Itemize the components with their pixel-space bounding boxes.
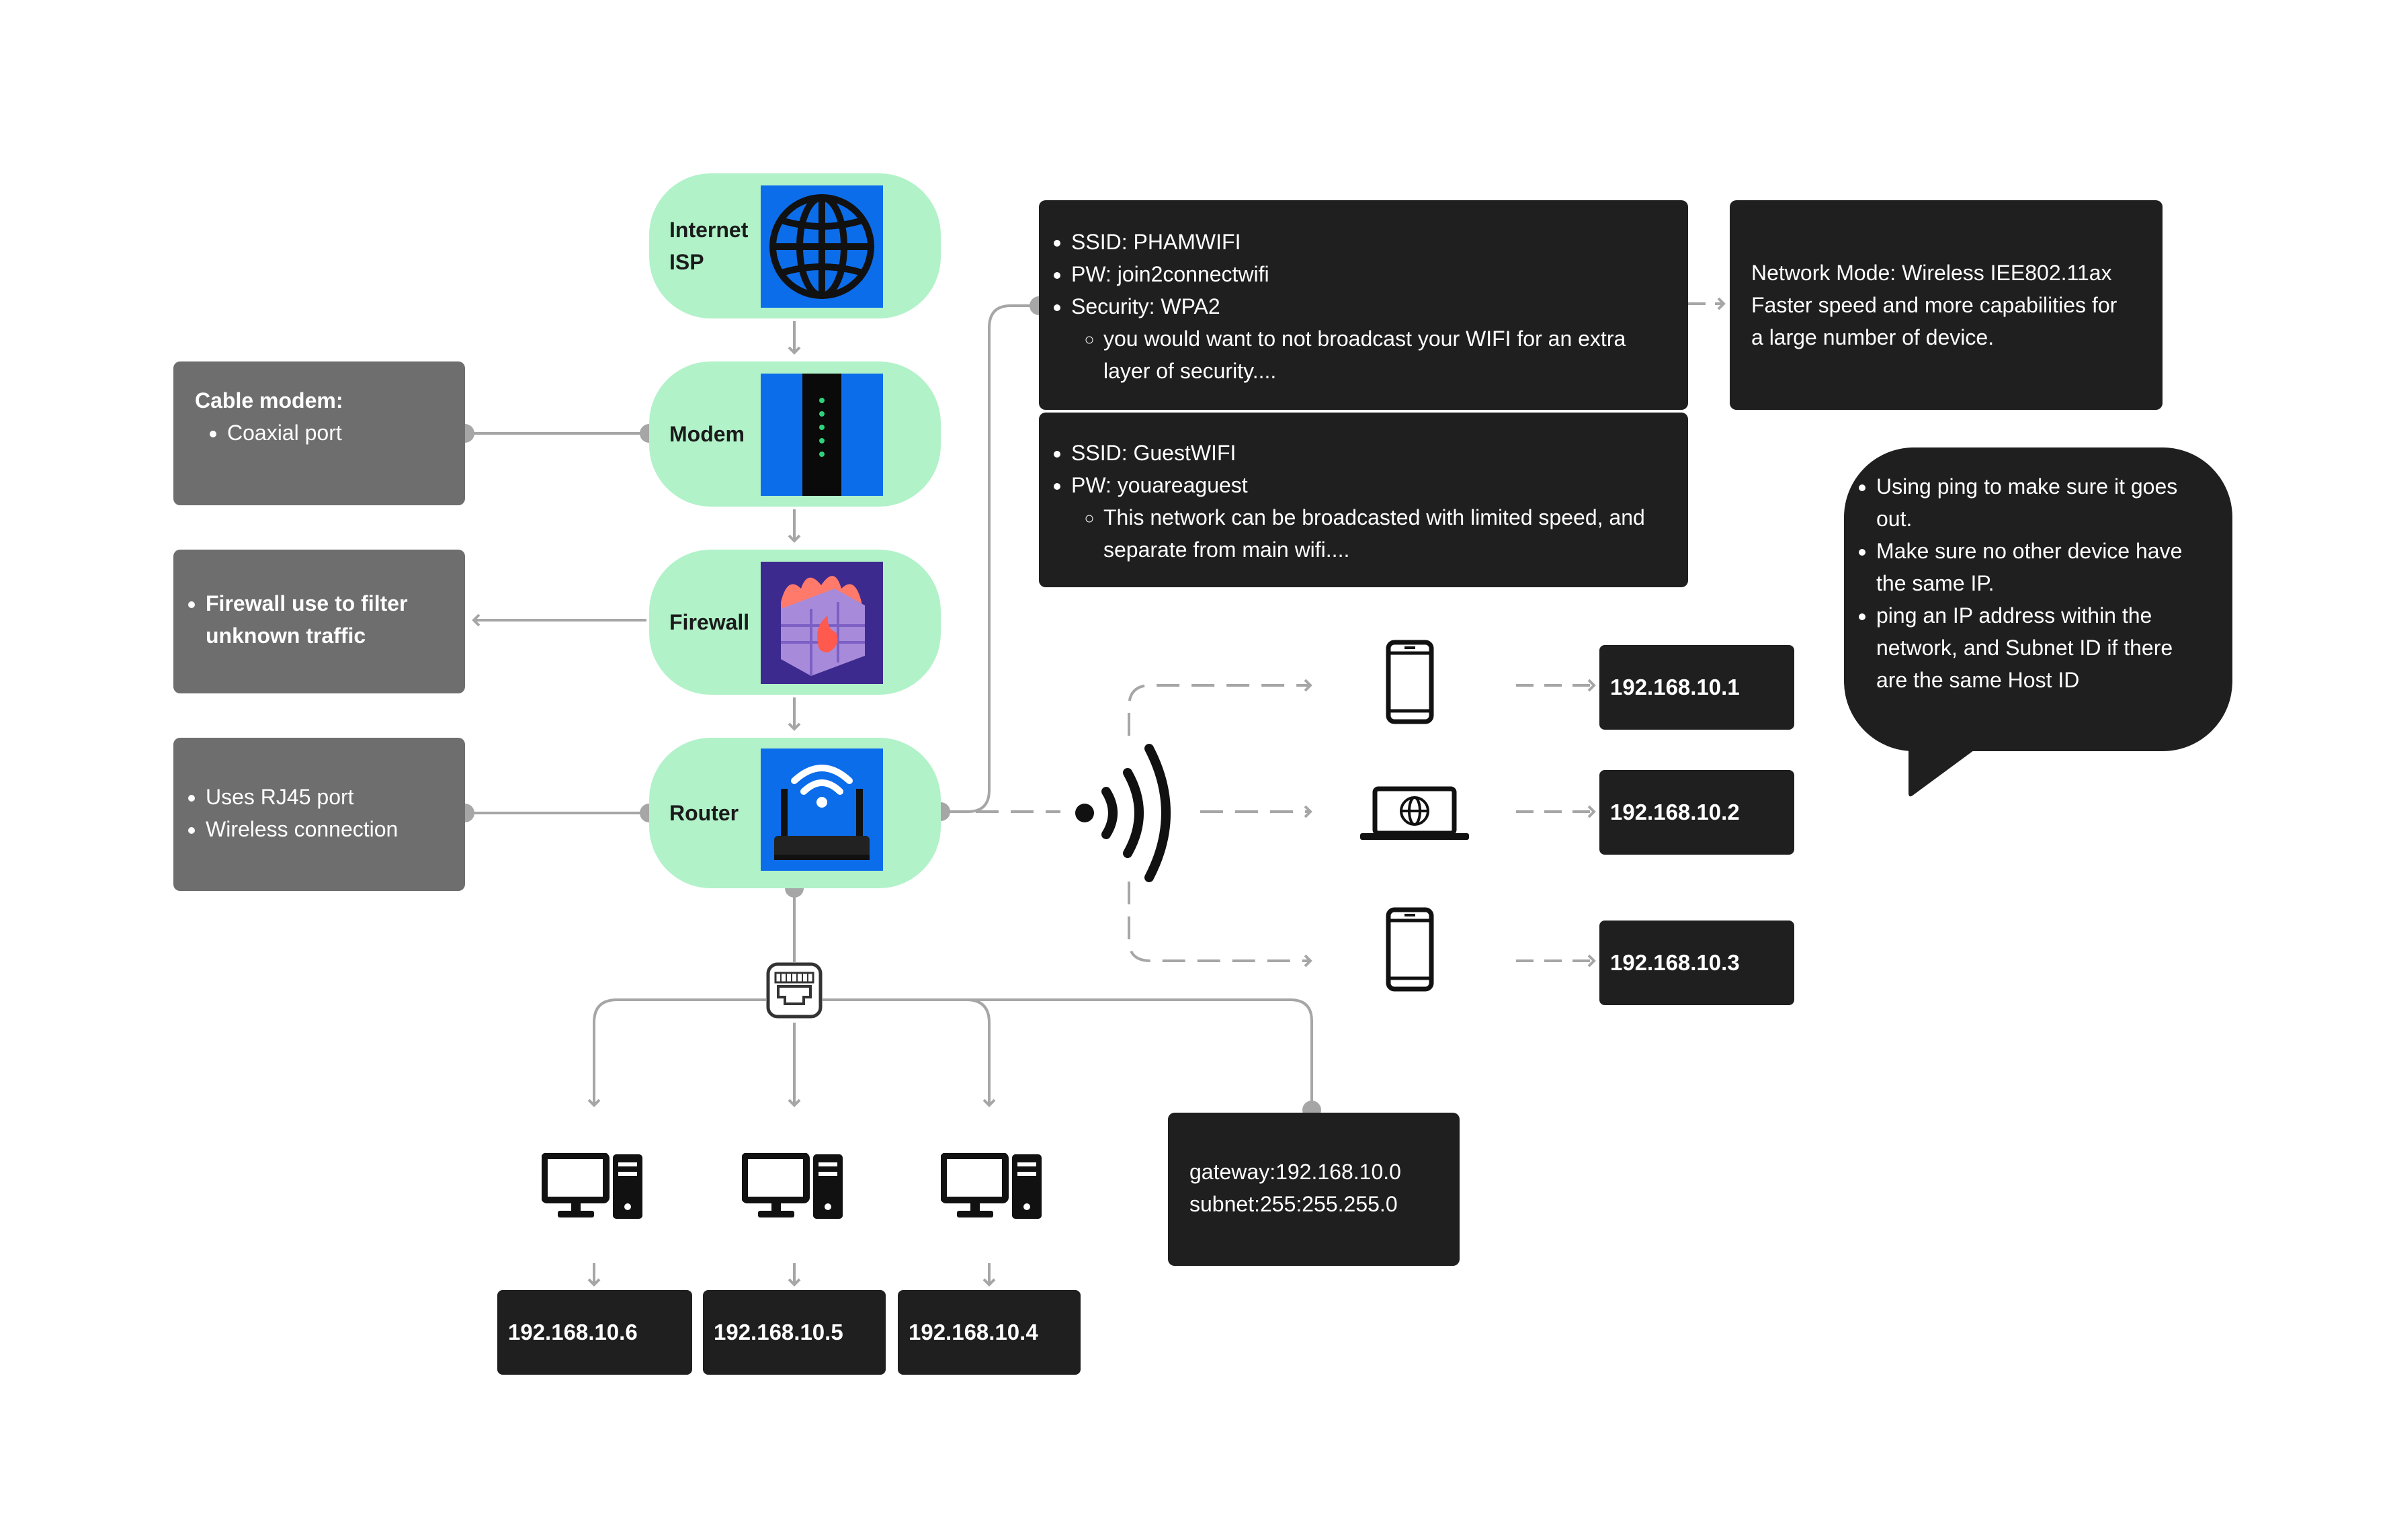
list-item: This network can be broadcasted with lim… <box>1103 501 1668 566</box>
guest-wifi-box: SSID: GuestWIFI PW: youareaguest This ne… <box>1039 413 1688 587</box>
arrow-wireless-phone2 <box>1128 882 1312 968</box>
cable-modem-note: Cable modem: Coaxial port <box>173 361 465 505</box>
main-wifi-list: SSID: PHAMWIFI PW: join2connectwifi Secu… <box>1039 226 1668 387</box>
list-item: Uses RJ45 port <box>206 781 465 813</box>
list-item: SSID: GuestWIFI <box>1071 437 1668 469</box>
list-item: Using ping to make sure it goes out. <box>1876 470 2206 535</box>
branch-left <box>587 998 766 1107</box>
modem-node: Modem <box>649 361 941 507</box>
cable-modem-title: Cable modem: <box>195 388 343 413</box>
list-item: Firewall use to filter unknown traffic <box>206 587 452 652</box>
gateway-text: gateway:192.168.10.0 <box>1189 1160 1401 1184</box>
internet-node: Internet ISP <box>649 173 941 318</box>
firewall-label: Firewall <box>669 610 750 634</box>
smartphone-icon <box>1386 907 1434 992</box>
modem-label: Modem <box>669 422 745 446</box>
wired-ip-label: 192.168.10.4 <box>898 1290 1081 1375</box>
router-label: Router <box>669 801 739 825</box>
smartphone-icon <box>1386 640 1434 724</box>
main-wifi-box: SSID: PHAMWIFI PW: join2connectwifi Secu… <box>1039 200 1688 410</box>
router-note-list: Uses RJ45 port Wireless connection <box>173 781 465 845</box>
network-mode-line: Network Mode: Wireless IEE802.11ax <box>1751 261 2112 285</box>
internet-label: Internet ISP <box>669 218 749 274</box>
list-item: Security: WPA2 you would want to not bro… <box>1071 290 1668 387</box>
speech-bubble-tail <box>1908 739 1989 797</box>
firewall-node: Firewall <box>649 550 941 695</box>
ping-note-bubble: Using ping to make sure it goes out. Mak… <box>1844 447 2232 751</box>
branch-right <box>823 998 996 1107</box>
list-item: you would want to not broadcast your WIF… <box>1103 323 1668 387</box>
guest-wifi-sublist: This network can be broadcasted with lim… <box>1071 501 1668 566</box>
network-mode-line: Faster speed and more capabilities for <box>1751 293 2117 317</box>
ethernet-port-icon <box>766 962 823 1019</box>
network-mode-box: Network Mode: Wireless IEE802.11ax Faste… <box>1730 200 2163 410</box>
branch-gateway <box>966 998 1313 1110</box>
guest-wifi-list: SSID: GuestWIFI PW: youareaguest This ne… <box>1039 437 1668 566</box>
firewall-note: Firewall use to filter unknown traffic <box>173 550 465 693</box>
list-item: Coaxial port <box>227 417 465 449</box>
desktop-computer-icon <box>542 1153 642 1219</box>
list-item: SSID: PHAMWIFI <box>1071 226 1668 258</box>
wired-ip-label: 192.168.10.5 <box>703 1290 886 1375</box>
wireless-signal-icon <box>1075 744 1171 882</box>
list-item: ping an IP address within the network, a… <box>1876 599 2206 696</box>
arrow-wireless-phone1 <box>1128 679 1312 736</box>
list-item: PW: join2connectwifi <box>1071 258 1668 290</box>
list-item: Make sure no other device have the same … <box>1876 535 2206 599</box>
router-node: Router <box>649 738 941 888</box>
main-wifi-sublist: you would want to not broadcast your WIF… <box>1071 323 1668 387</box>
desktop-computer-icon <box>742 1153 843 1219</box>
ping-note-list: Using ping to make sure it goes out. Mak… <box>1844 470 2206 696</box>
firewall-icon <box>761 562 883 684</box>
list-item: PW: youareaguest This network can be bro… <box>1071 469 1668 566</box>
router-note: Uses RJ45 port Wireless connection <box>173 738 465 891</box>
subnet-text: subnet:255:255.255.0 <box>1189 1192 1398 1216</box>
wired-ip-label: 192.168.10.6 <box>497 1290 692 1375</box>
wireless-ip-label: 192.168.10.1 <box>1599 645 1794 730</box>
wireless-ip-label: 192.168.10.3 <box>1599 921 1794 1005</box>
laptop-icon <box>1360 786 1469 840</box>
router-icon <box>761 748 883 871</box>
gateway-info-box: gateway:192.168.10.0 subnet:255:255.255.… <box>1168 1113 1460 1266</box>
modem-icon <box>761 374 883 496</box>
list-item: Wireless connection <box>206 813 465 845</box>
cable-modem-list: Coaxial port <box>195 417 465 449</box>
desktop-computer-icon <box>941 1153 1042 1219</box>
firewall-note-list: Firewall use to filter unknown traffic <box>173 587 452 652</box>
wireless-ip-label: 192.168.10.2 <box>1599 770 1794 855</box>
network-mode-line: a large number of device. <box>1751 325 1995 349</box>
link-router-wifi-box <box>941 304 1039 813</box>
globe-icon <box>761 185 883 308</box>
